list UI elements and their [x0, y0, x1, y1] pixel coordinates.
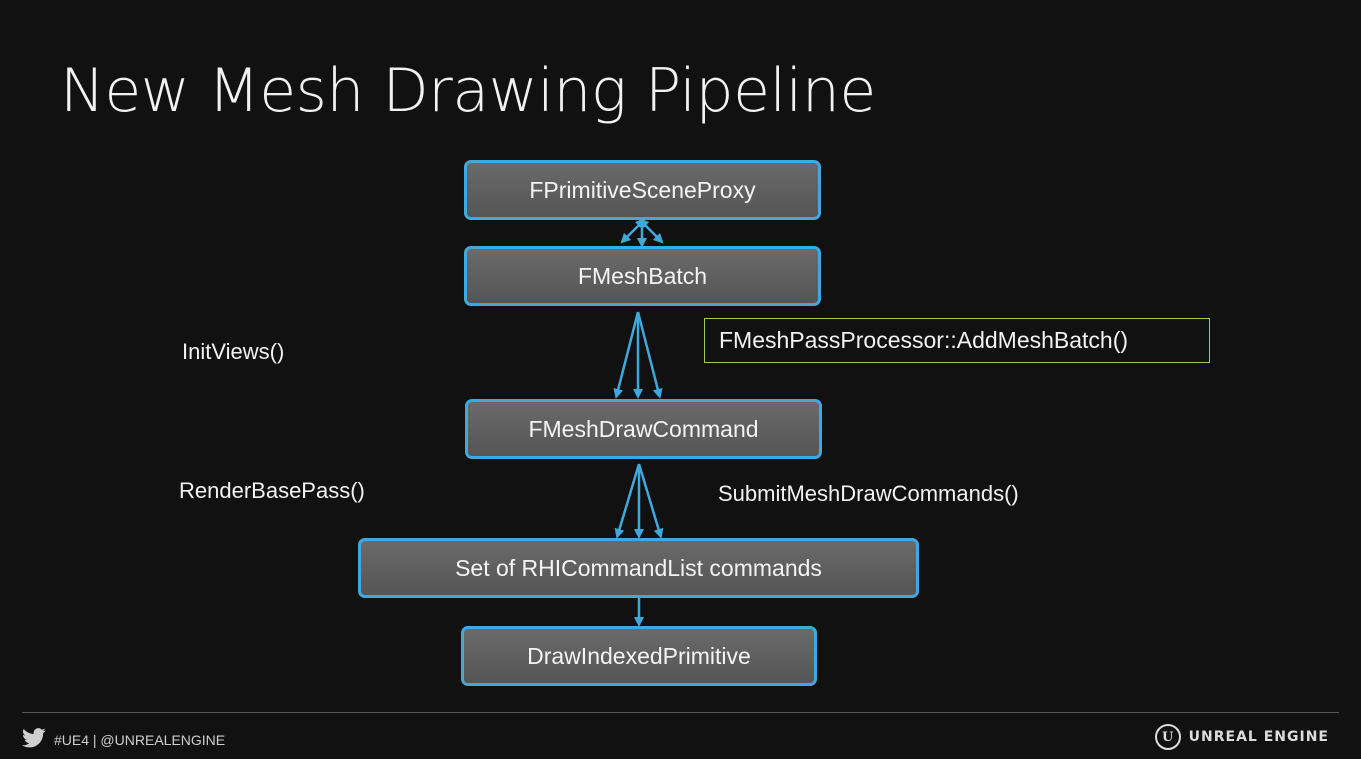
footer-brand-text: UNREAL ENGINE	[1188, 729, 1329, 745]
footer-social-text: #UE4 | @UNREALENGINE	[54, 731, 226, 748]
page-title: New Mesh Drawing Pipeline	[60, 56, 876, 126]
footer-social: #UE4 | @UNREALENGINE	[22, 728, 225, 751]
footer-divider	[22, 712, 1339, 713]
node-fmeshdrawcommand: FMeshDrawCommand	[465, 399, 822, 459]
node-rhi-commands: Set of RHICommandList commands	[358, 538, 919, 598]
callout-addmeshbatch: FMeshPassProcessor::AddMeshBatch()	[704, 318, 1210, 363]
arrows-drawcommand-to-rhi	[614, 463, 664, 539]
arrows-batch-to-drawcommand	[613, 311, 663, 399]
node-label: FPrimitiveSceneProxy	[529, 176, 756, 203]
arrows-proxy-to-batch	[620, 217, 664, 248]
callout-label: FMeshPassProcessor::AddMeshBatch()	[719, 327, 1129, 353]
node-label: FMeshBatch	[577, 262, 708, 289]
node-label: DrawIndexedPrimitive	[527, 642, 751, 669]
label-submitmeshdrawcommands: SubmitMeshDrawCommands()	[718, 481, 1019, 506]
twitter-bird-icon	[22, 728, 46, 751]
node-drawindexedprimitive: DrawIndexedPrimitive	[461, 626, 817, 686]
label-initviews: InitViews()	[182, 339, 285, 364]
label-renderbasepass: RenderBasePass()	[179, 478, 365, 503]
unreal-engine-logo-icon: U	[1154, 724, 1181, 750]
node-fprimitivesceneproxy: FPrimitiveSceneProxy	[464, 160, 821, 220]
node-label: Set of RHICommandList commands	[455, 554, 822, 581]
footer-brand: U UNREAL ENGINE	[1154, 724, 1329, 750]
node-fmeshbatch: FMeshBatch	[464, 246, 821, 306]
node-label: FMeshDrawCommand	[528, 415, 759, 442]
